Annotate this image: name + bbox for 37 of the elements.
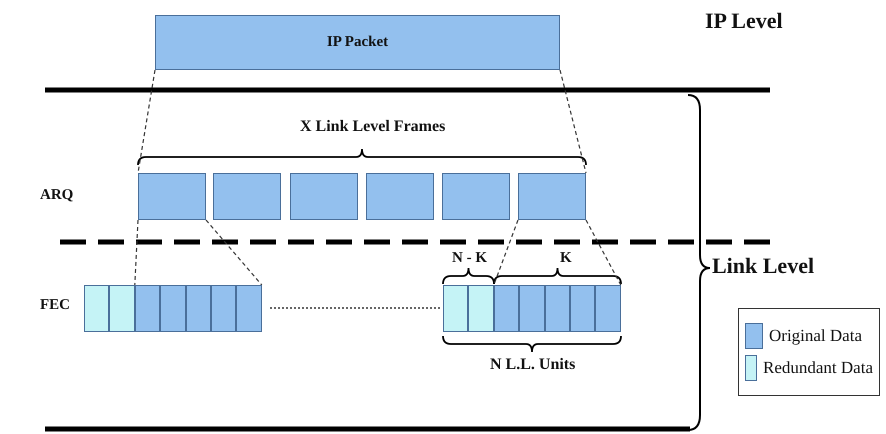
data-unit-cell bbox=[519, 285, 545, 332]
packet-box: IP Packet bbox=[155, 15, 560, 70]
data-unit-cell bbox=[570, 285, 596, 332]
brace-label: X Link Level Frames bbox=[300, 118, 446, 136]
dashed-connector bbox=[493, 220, 519, 286]
brace-label: K bbox=[560, 250, 572, 267]
legend-text: Original Data bbox=[769, 326, 862, 346]
row-label: ARQ bbox=[40, 187, 74, 204]
dashed-connector bbox=[134, 220, 139, 286]
data-unit-cell bbox=[236, 285, 262, 332]
data-unit-cell bbox=[544, 285, 570, 332]
frame-box bbox=[213, 173, 281, 220]
dashed-connector bbox=[137, 70, 156, 174]
data-unit-cell bbox=[160, 285, 186, 332]
frame-box bbox=[442, 173, 510, 220]
redundant-unit-cell bbox=[468, 285, 494, 332]
level-label: Link Level bbox=[712, 253, 814, 279]
level-label: IP Level bbox=[705, 8, 783, 34]
brace-label: N - K bbox=[452, 250, 487, 267]
frame-box bbox=[518, 173, 586, 220]
data-unit-cell bbox=[494, 285, 520, 332]
dashed-connector bbox=[559, 70, 587, 174]
redundant-unit-cell bbox=[109, 285, 135, 332]
frame-box bbox=[366, 173, 434, 220]
frame-box bbox=[138, 173, 206, 220]
data-unit-cell bbox=[134, 285, 160, 332]
frame-box bbox=[290, 173, 358, 220]
data-unit-cell bbox=[595, 285, 621, 332]
dashed-connector bbox=[585, 220, 622, 286]
legend-text: Redundant Data bbox=[763, 358, 873, 378]
redundant-unit-cell bbox=[84, 285, 110, 332]
brace-label: N L.L. Units bbox=[490, 356, 576, 374]
data-unit-cell bbox=[186, 285, 211, 332]
row-label: FEC bbox=[40, 297, 70, 314]
data-unit-cell bbox=[211, 285, 236, 332]
redundant-unit-cell bbox=[443, 285, 468, 332]
dashed-connector bbox=[206, 220, 262, 286]
